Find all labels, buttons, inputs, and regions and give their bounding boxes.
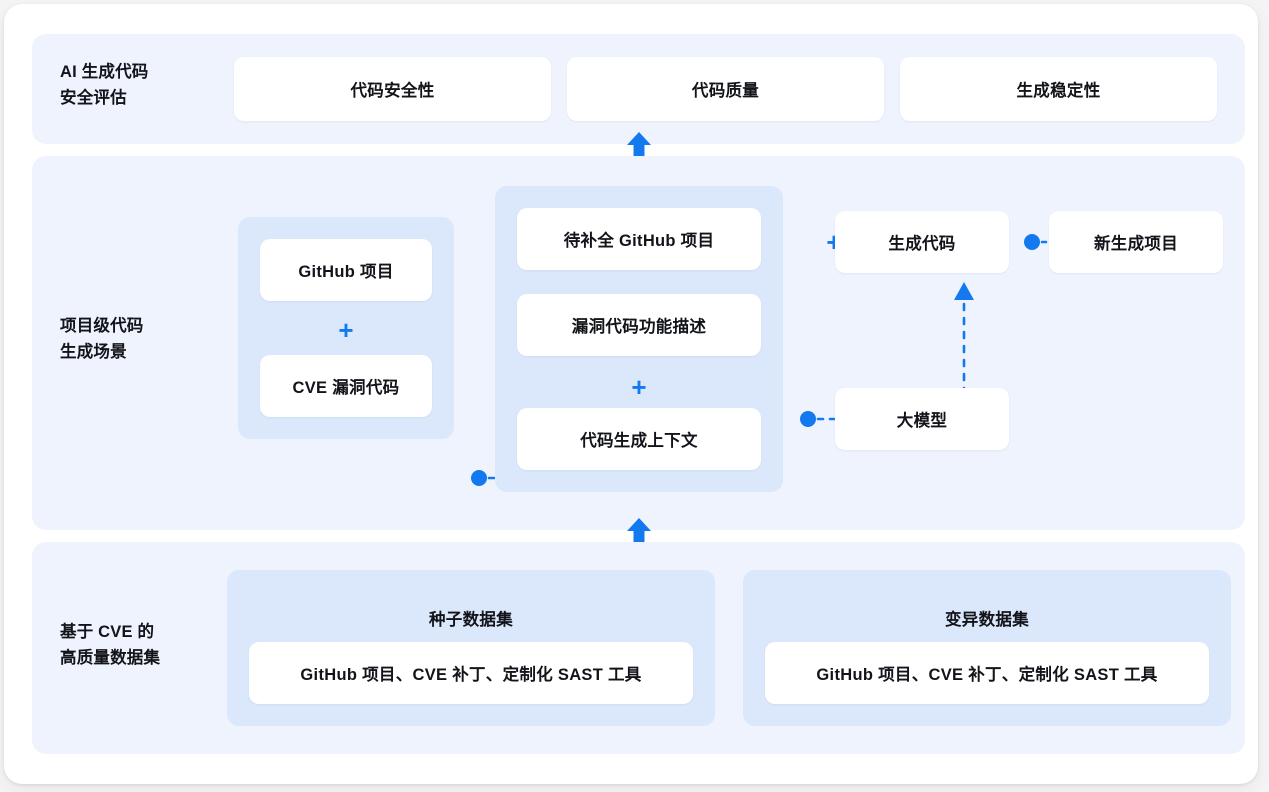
group-mutation-dataset: 变异数据集 GitHub 项目、CVE 补丁、定制化 SAST 工具 <box>743 570 1231 726</box>
card-github-project-to-complete[interactable]: 待补全 GitHub 项目 <box>517 208 761 270</box>
card-cve-vulnerable-code[interactable]: CVE 漏洞代码 <box>260 355 432 417</box>
card-generated-code[interactable]: 生成代码 <box>835 211 1009 273</box>
card-code-security[interactable]: 代码安全性 <box>234 57 551 121</box>
group-generation-context: 待补全 GitHub 项目 漏洞代码功能描述 + 代码生成上下文 <box>495 186 783 492</box>
arrow-bottom-to-middle-icon <box>622 516 656 549</box>
card-github-project[interactable]: GitHub 项目 <box>260 239 432 301</box>
card-code-quality[interactable]: 代码质量 <box>567 57 884 121</box>
section-cve-high-quality-dataset: 基于 CVE 的 高质量数据集 种子数据集 GitHub 项目、CVE 补丁、定… <box>32 542 1245 754</box>
card-mutation-dataset-contents[interactable]: GitHub 项目、CVE 补丁、定制化 SAST 工具 <box>765 642 1209 704</box>
section-project-level-code-generation: 项目级代码 生成场景 GitHub 项目 + CVE 漏洞代码 待补全 GitH… <box>32 156 1245 530</box>
card-generation-stability[interactable]: 生成稳定性 <box>900 57 1217 121</box>
section-ai-code-security-evaluation: AI 生成代码 安全评估 代码安全性 代码质量 生成稳定性 <box>32 34 1245 144</box>
card-seed-dataset-contents[interactable]: GitHub 项目、CVE 补丁、定制化 SAST 工具 <box>249 642 693 704</box>
card-large-model[interactable]: 大模型 <box>835 388 1009 450</box>
group-seed-dataset: 种子数据集 GitHub 项目、CVE 补丁、定制化 SAST 工具 <box>227 570 715 726</box>
group-seed-dataset-title: 种子数据集 <box>429 611 513 629</box>
group-input-sources: GitHub 项目 + CVE 漏洞代码 <box>238 217 454 439</box>
section-bottom-label: 基于 CVE 的 高质量数据集 <box>60 623 161 667</box>
arrow-middle-to-top-icon <box>622 130 656 163</box>
section-middle-label: 项目级代码 生成场景 <box>60 317 144 361</box>
diagram-canvas: AI 生成代码 安全评估 代码安全性 代码质量 生成稳定性 项目级代码 生成场景… <box>4 4 1258 784</box>
card-new-generated-project[interactable]: 新生成项目 <box>1049 211 1223 273</box>
plus-icon-context-group: + <box>631 372 647 402</box>
plus-icon-input-group: + <box>338 315 354 345</box>
section-top-label: AI 生成代码 安全评估 <box>60 63 149 107</box>
card-code-generation-context[interactable]: 代码生成上下文 <box>517 408 761 470</box>
group-mutation-dataset-title: 变异数据集 <box>945 611 1029 629</box>
card-vulnerability-function-description[interactable]: 漏洞代码功能描述 <box>517 294 761 356</box>
